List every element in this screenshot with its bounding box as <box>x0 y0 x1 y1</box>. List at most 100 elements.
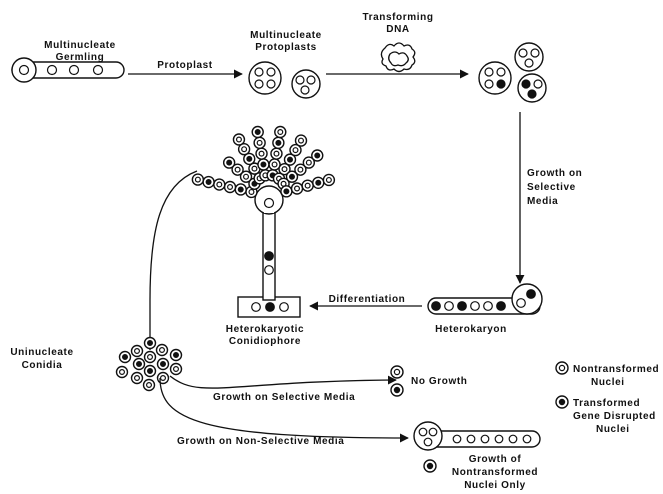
nontransformed-growth-line3: Nuclei Only <box>464 480 526 491</box>
heterokaryon-label: Heterokaryon <box>435 324 507 335</box>
filled-nucleus <box>255 130 260 135</box>
filled-nucleus <box>161 362 166 367</box>
heterokaryon: Heterokaryon <box>428 284 542 335</box>
heterokaryotic-conidiophore: Heterokaryotic Conidiophore <box>192 126 334 347</box>
filled-nucleus <box>290 174 295 179</box>
open-nucleus <box>481 435 489 443</box>
filled-nucleus <box>148 341 153 346</box>
differentiation-label: Differentiation <box>329 294 406 305</box>
selective-outcome-arrow <box>170 376 396 388</box>
conidiophore-label-line2: Conidiophore <box>229 336 301 347</box>
selective-label-line1: Growth on <box>527 168 582 179</box>
open-nucleus <box>296 76 304 84</box>
dna-label-line2: DNA <box>386 24 409 35</box>
open-nucleus <box>394 369 399 374</box>
open-nucleus <box>485 80 493 88</box>
filled-nucleus <box>288 157 293 162</box>
legend-transformed-line1: Transformed <box>573 398 640 409</box>
open-nucleus <box>94 66 103 75</box>
open-nucleus <box>252 303 261 312</box>
filled-nucleus <box>497 302 506 311</box>
open-nucleus <box>299 138 304 143</box>
open-nucleus <box>272 162 277 167</box>
open-nucleus <box>237 137 242 142</box>
protoplast-cell <box>479 62 511 94</box>
open-nucleus <box>147 383 152 388</box>
selective-outcome-label: Growth on Selective Media <box>213 392 355 403</box>
open-nucleus <box>267 80 275 88</box>
open-nucleus <box>278 130 283 135</box>
open-nucleus <box>301 86 309 94</box>
open-nucleus <box>467 435 475 443</box>
protoplast-cell <box>249 62 281 94</box>
nontransformed-growth-line1: Growth of <box>469 454 522 465</box>
no-growth-label: No Growth <box>411 376 468 387</box>
legend-nontransformed-line1: Nontransformed <box>573 364 659 375</box>
legend: Nontransformed Nuclei Transformed Gene D… <box>556 362 659 435</box>
open-nucleus <box>307 76 315 84</box>
open-nucleus <box>265 266 274 275</box>
open-nucleus <box>298 167 303 172</box>
filled-nucleus <box>528 90 536 98</box>
open-nucleus <box>161 376 166 381</box>
open-nucleus <box>282 167 287 172</box>
heterokaryon-tip <box>512 284 542 314</box>
dna-plasmid-icon <box>381 43 414 72</box>
open-nucleus <box>306 160 311 165</box>
open-nucleus <box>509 435 517 443</box>
open-nucleus <box>424 438 432 446</box>
filled-nucleus <box>227 160 232 165</box>
nontransformed-growth-line2: Nontransformed <box>452 467 538 478</box>
open-nucleus <box>255 80 263 88</box>
open-nucleus <box>531 49 539 57</box>
open-nucleus <box>228 185 233 190</box>
filled-nucleus <box>527 290 536 299</box>
open-nucleus <box>453 435 461 443</box>
open-nucleus <box>255 68 263 76</box>
multinucleate-protoplasts: Multinucleate Protoplasts <box>249 30 322 98</box>
open-nucleus <box>235 167 240 172</box>
legend-nontransformed: Nontransformed Nuclei <box>556 362 659 388</box>
open-nucleus <box>70 66 79 75</box>
uninucleate-conidia: Uninucleate Conidia <box>10 338 181 391</box>
filled-nucleus <box>265 252 274 261</box>
conidia-label-line1: Uninucleate <box>10 347 73 358</box>
open-nucleus <box>326 178 331 183</box>
conidia-label-line2: Conidia <box>22 360 63 371</box>
protoplasts-label-line1: Multinucleate <box>250 30 322 41</box>
open-nucleus <box>120 370 125 375</box>
legend-transformed-line3: Nuclei <box>596 424 630 435</box>
open-nucleus <box>445 302 454 311</box>
open-nucleus <box>252 166 257 171</box>
open-nucleus <box>495 435 503 443</box>
filled-nucleus <box>123 355 128 360</box>
filled-nucleus <box>394 387 399 392</box>
open-nucleus <box>485 68 493 76</box>
open-nucleus <box>484 302 493 311</box>
legend-open-nucleus-icon <box>559 365 564 370</box>
open-nucleus <box>148 355 153 360</box>
legend-transformed-line2: Gene Disrupted <box>573 411 656 422</box>
legend-nontransformed-line2: Nuclei <box>591 377 625 388</box>
dna-plasmid-inner <box>389 52 409 66</box>
protoplast-label: Protoplast <box>157 60 213 71</box>
open-nucleus <box>293 148 298 153</box>
filled-nucleus <box>427 463 432 468</box>
legend-filled-nucleus-icon <box>559 399 564 404</box>
open-nucleus <box>135 349 140 354</box>
filled-nucleus <box>238 187 243 192</box>
filled-nucleus <box>316 180 321 185</box>
open-nucleus <box>523 435 531 443</box>
filled-nucleus <box>284 189 289 194</box>
open-nucleus <box>519 49 527 57</box>
open-nucleus <box>419 428 427 436</box>
filled-nucleus <box>522 80 530 88</box>
open-nucleus <box>429 428 437 436</box>
open-nucleus <box>249 190 254 195</box>
open-nucleus <box>267 68 275 76</box>
filled-nucleus <box>315 153 320 158</box>
open-nucleus <box>217 182 222 187</box>
open-nucleus <box>471 302 480 311</box>
open-nucleus <box>265 199 274 208</box>
